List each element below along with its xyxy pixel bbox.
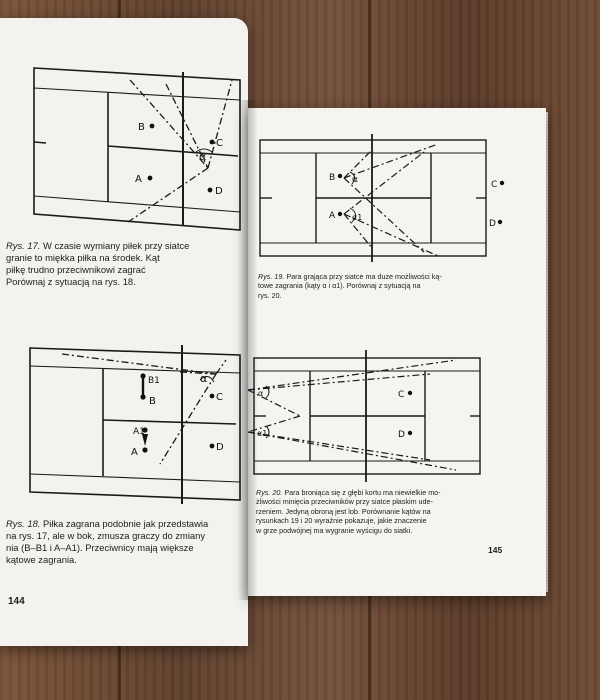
label-c: C xyxy=(216,392,223,403)
figure-19-caption: Rys. 19. Para grająca przy siatce ma duż… xyxy=(258,272,490,300)
label-c: C xyxy=(216,138,223,149)
player-b-marker xyxy=(149,123,155,129)
caption-line: Para grająca przy siatce ma duże możliwo… xyxy=(286,272,442,281)
label-b: B xyxy=(138,122,145,133)
angle-alpha-label: α xyxy=(258,389,263,398)
label-d: D xyxy=(398,430,405,440)
caption-line: na rys. 17, ale w bok, zmusza graczy do … xyxy=(6,530,206,541)
label-d: D xyxy=(216,442,224,453)
caption-line: towe zagrania (kąty α i α1). Porównaj z … xyxy=(258,281,421,291)
player-a-marker xyxy=(142,447,148,453)
label-c: C xyxy=(398,390,404,400)
angle-label: α xyxy=(199,150,206,163)
caption-line: w grze podwójnej ma wygranie wyścigu do … xyxy=(256,525,413,535)
caption-line: Porównaj z sytuacją na rys. 18. xyxy=(6,276,136,287)
label-a: A xyxy=(329,211,336,221)
player-b-marker xyxy=(140,394,146,400)
figure-18-caption: Rys. 18. Piłka zagrana podobnie jak prze… xyxy=(6,518,244,566)
label-a: A xyxy=(135,174,142,185)
player-b1-marker xyxy=(140,373,146,379)
player-a-marker xyxy=(147,175,153,181)
caption-line: żliwości minięcia przeciwników przy siat… xyxy=(256,497,433,507)
label-b1: B1 xyxy=(148,376,160,386)
player-d-marker xyxy=(407,430,413,436)
caption-number: Rys. 17. xyxy=(6,240,41,251)
player-c-marker xyxy=(209,393,215,399)
label-b: B xyxy=(149,396,156,407)
caption-line: rys. 20. xyxy=(258,290,282,300)
page-number-right: 145 xyxy=(488,545,503,555)
caption-line: rysunkach 19 i 20 wyraźnie pokazuje, jak… xyxy=(256,516,427,526)
figure-18-court-diagram: B1 B A1 A C D α xyxy=(29,345,241,504)
player-d-marker xyxy=(209,443,215,449)
caption-number: Rys. 18. xyxy=(6,518,41,529)
label-a: A xyxy=(131,447,138,458)
figure-19-court-diagram: B A C D α α1 xyxy=(259,134,505,262)
angle-label: α xyxy=(200,372,207,385)
caption-line: Para broniąca się z głębi kortu ma niewi… xyxy=(284,488,441,497)
figure-20-court-diagram: C D α α1 xyxy=(247,350,481,482)
page-number-left: 144 xyxy=(8,596,25,607)
caption-number: Rys. 20. xyxy=(256,488,283,497)
caption-line: granie to miękka piłka na środek. Kąt xyxy=(6,252,160,263)
player-d-marker xyxy=(497,219,503,225)
player-c-marker xyxy=(499,180,505,186)
angle-alpha1-label: α1 xyxy=(257,429,267,438)
label-d: D xyxy=(489,219,496,229)
left-page xyxy=(0,18,248,646)
caption-line: nia (B–B1 i A–A1). Przeciwnicy mają więk… xyxy=(6,542,194,553)
book-gutter xyxy=(238,100,258,600)
label-d: D xyxy=(215,186,223,197)
angle-alpha-label: α xyxy=(352,175,358,185)
caption-line: W czasie wymiany piłek przy siatce xyxy=(43,240,190,251)
label-c: C xyxy=(491,180,497,190)
player-a1-marker xyxy=(142,427,148,433)
caption-line: piłkę trudno przeciwnikowi zagrać xyxy=(6,264,146,275)
right-page xyxy=(248,108,546,596)
player-d-marker xyxy=(207,187,213,193)
caption-line: rzeniem. Jedyną obroną jest lob. Porówna… xyxy=(256,506,431,516)
figure-20-caption: Rys. 20. Para broniąca się z głębi kortu… xyxy=(256,488,496,535)
caption-line: kątowe zagrania. xyxy=(6,554,77,565)
player-a-marker xyxy=(337,211,343,217)
caption-number: Rys. 19. xyxy=(258,272,285,281)
player-b-marker xyxy=(337,173,343,179)
caption-line: Piłka zagrana podobnie jak przedstawia xyxy=(43,518,209,529)
label-b: B xyxy=(329,173,335,183)
player-c-marker xyxy=(407,390,413,396)
angle-alpha1-label: α1 xyxy=(352,213,362,222)
player-c-marker xyxy=(209,139,215,145)
figure-17-caption: Rys. 17. W czasie wymiany piłek przy sia… xyxy=(6,240,244,288)
label-a1: A1 xyxy=(133,427,145,437)
